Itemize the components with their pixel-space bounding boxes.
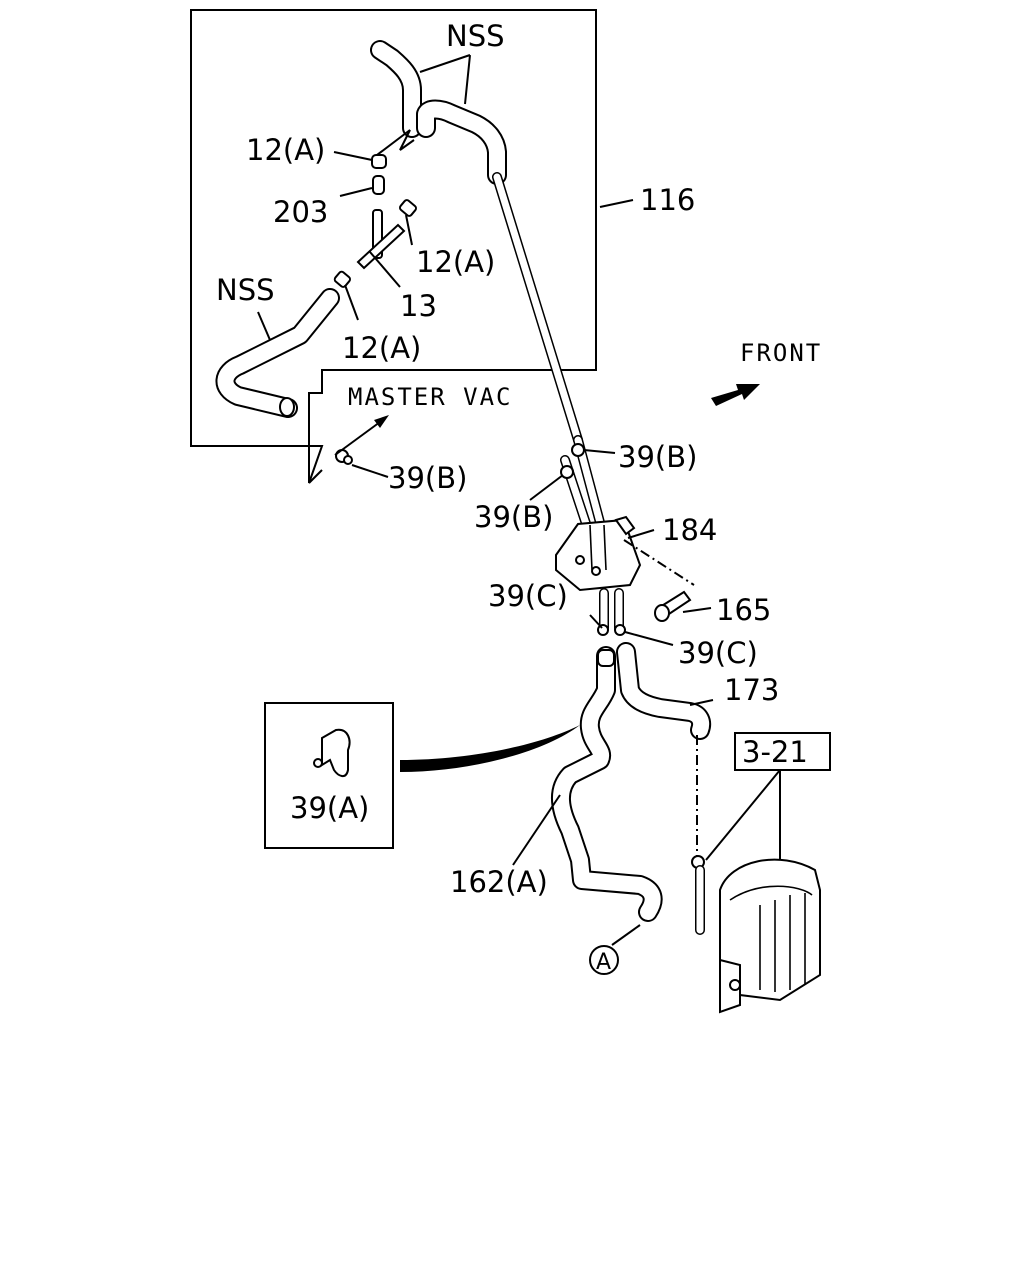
label-nss-top: NSS xyxy=(446,19,505,53)
bracket-184 xyxy=(555,515,695,592)
label-39b-left: 39(B) xyxy=(388,461,467,495)
label-39b-right: 39(B) xyxy=(618,440,697,474)
label-184: 184 xyxy=(662,513,717,547)
label-39c-right: 39(C) xyxy=(678,636,758,670)
label-39c-left: 39(C) xyxy=(488,579,568,613)
label-39a: 39(A) xyxy=(290,791,369,825)
label-12a-top: 12(A) xyxy=(246,133,325,167)
label-162a: 162(A) xyxy=(450,865,548,899)
label-39b-mid: 39(B) xyxy=(474,500,553,534)
part-12a-low xyxy=(333,270,351,288)
clamp-39b-right xyxy=(571,443,585,457)
master-vac-arrow-icon xyxy=(334,415,389,456)
detail-frame xyxy=(190,9,597,484)
part-13-tee xyxy=(356,209,406,270)
part-12a-mid xyxy=(399,199,417,217)
label-3-21: 3-21 xyxy=(742,735,808,769)
label-nss-left: NSS xyxy=(216,273,275,307)
label-13: 13 xyxy=(400,289,437,323)
part-203 xyxy=(372,175,385,195)
label-165: 165 xyxy=(716,593,771,627)
stubs-39c xyxy=(597,588,626,636)
nss-left-hose xyxy=(215,288,340,418)
label-12a-mid: 12(A) xyxy=(416,245,495,279)
label-203: 203 xyxy=(273,195,328,229)
front-arrow-icon xyxy=(711,384,760,406)
bolt-165 xyxy=(654,590,692,622)
hose-173 xyxy=(616,642,712,860)
label-circle-a: A xyxy=(596,950,611,975)
label-master-vac: MASTER VAC xyxy=(348,383,513,411)
label-12a-low: 12(A) xyxy=(342,331,421,365)
hose-162a xyxy=(551,646,663,922)
canister-3-21 xyxy=(691,732,831,1014)
circle-a-marker xyxy=(589,945,619,975)
label-173: 173 xyxy=(724,673,779,707)
part-12a-top xyxy=(371,129,415,169)
clamp-39b-left xyxy=(335,449,353,465)
label-front: FRONT xyxy=(740,339,822,367)
inset-39a xyxy=(264,702,580,849)
leader-lines xyxy=(257,54,714,946)
clamp-39b-mid xyxy=(560,465,574,479)
label-116: 116 xyxy=(640,183,695,217)
nss-top-hose xyxy=(370,40,507,185)
